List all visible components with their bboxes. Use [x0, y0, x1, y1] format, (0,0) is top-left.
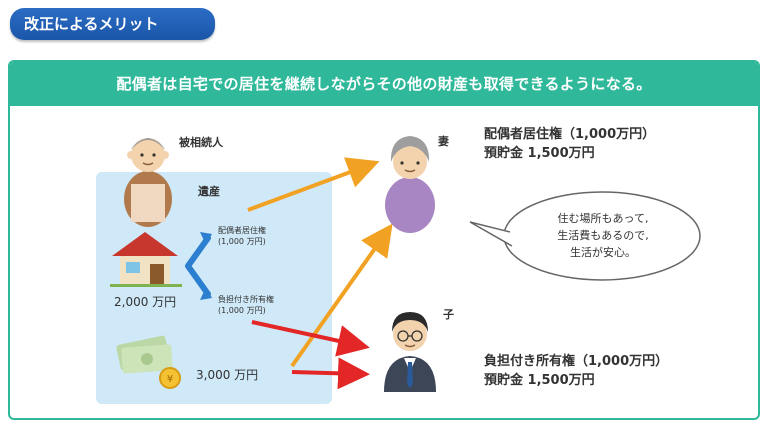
arrow-residence-to-wife [247, 157, 380, 212]
child-result-line2: 預貯金 1,500万円 [484, 373, 595, 388]
arrow-cash-to-wife [290, 223, 393, 368]
wife-label: 妻 [438, 135, 449, 148]
house-amount: 2,000 万円 [114, 295, 177, 309]
section-header-label: 改正によるメリット [24, 15, 159, 33]
arrow-cash-to-child [291, 357, 370, 390]
panel-title: 配偶者は自宅での居住を継続しながらその他の財産も取得できるようになる。 [10, 62, 758, 106]
bubble-text: 住む場所もあって, 生活費もあるので, 生活が安心。 [525, 210, 681, 261]
split-residence-line1: 配偶者居住権 [218, 226, 266, 235]
bubble-line2: 生活費もあるので, [557, 229, 649, 242]
cash-amount: 3,000 万円 [196, 368, 259, 382]
cash-icon: ¥ [116, 335, 181, 389]
split-arrow-icon [185, 232, 212, 300]
deceased-person-icon [124, 138, 172, 227]
split-ownership-line2: (1,000 万円) [218, 306, 266, 315]
section-header: 改正によるメリット [10, 8, 215, 40]
child-result: 負担付き所有権（1,000万円） 預貯金 1,500万円 [484, 352, 668, 390]
speech-bubble [469, 191, 701, 281]
house-icon [110, 232, 182, 287]
split-ownership-line1: 負担付き所有権 [218, 295, 274, 304]
svg-text:¥: ¥ [167, 374, 173, 385]
estate-label: 遺産 [198, 185, 220, 198]
wife-person-icon [385, 136, 435, 233]
child-person-icon [384, 312, 436, 392]
bubble-line1: 住む場所もあって, [557, 212, 649, 225]
split-ownership-label: 負担付き所有権 (1,000 万円) [218, 294, 274, 316]
wife-result-line2: 預貯金 1,500万円 [484, 146, 595, 161]
wife-result-line1: 配偶者居住権（1,000万円） [484, 127, 656, 142]
wife-result: 配偶者居住権（1,000万円） 預貯金 1,500万円 [484, 125, 655, 163]
child-result-line1: 負担付き所有権（1,000万円） [484, 354, 669, 369]
child-label: 子 [443, 308, 454, 321]
bubble-line3: 生活が安心。 [570, 246, 636, 259]
split-residence-line2: (1,000 万円) [218, 237, 266, 246]
split-residence-label: 配偶者居住権 (1,000 万円) [218, 225, 266, 247]
arrow-ownership-to-child [251, 320, 370, 357]
deceased-label: 被相続人 [179, 136, 223, 149]
